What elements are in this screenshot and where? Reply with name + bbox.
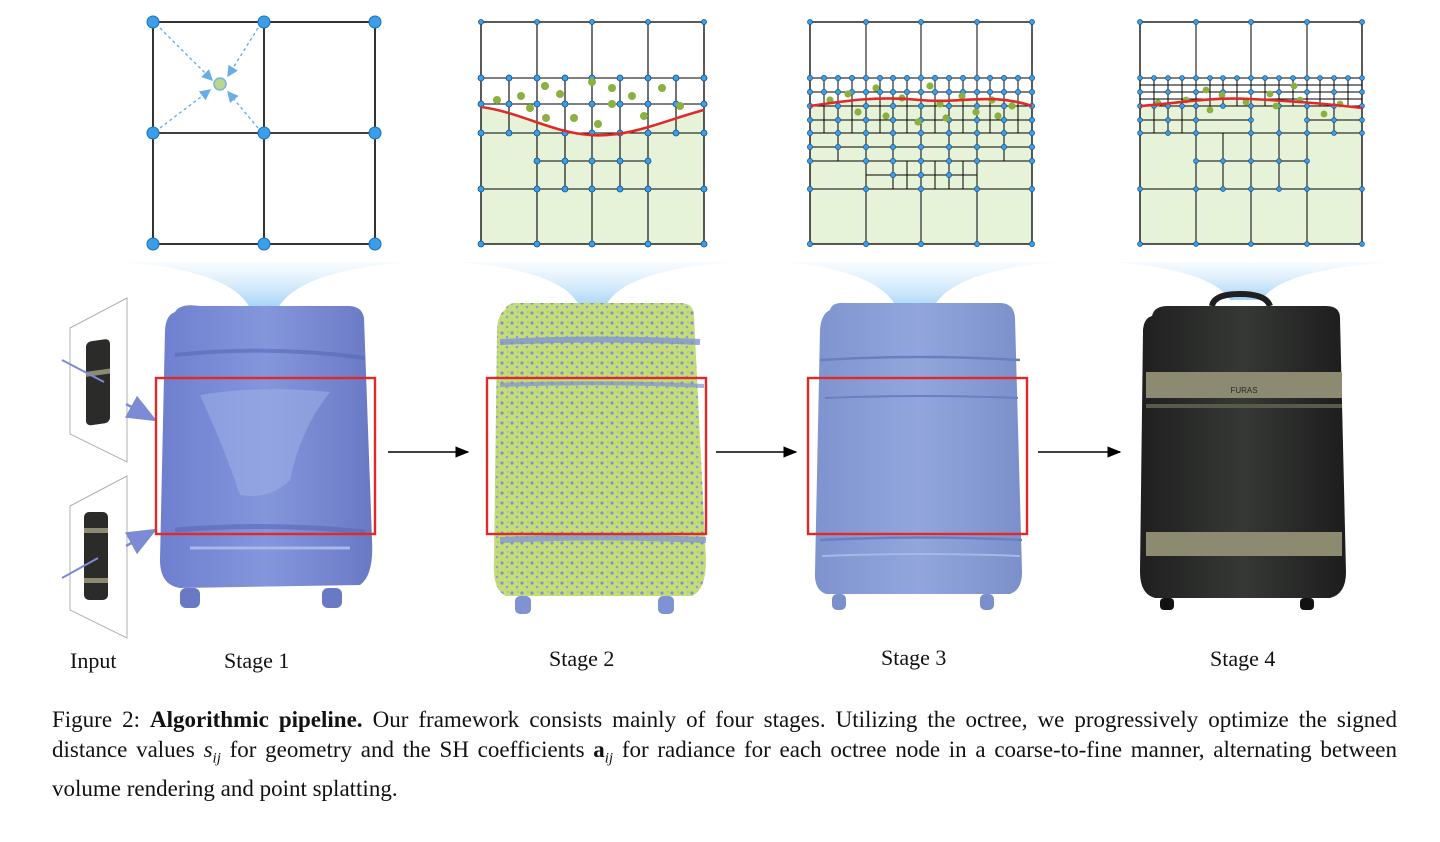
- pipeline-illustration: FURAS: [61, 15, 1392, 639]
- stage2-splat-suitcase: [485, 302, 708, 614]
- input-views: [61, 297, 158, 639]
- caption-text-3: for radiance for each octree node in a c…: [52, 737, 1397, 801]
- stage3-label: Stage 3: [881, 645, 947, 670]
- stage2-grid: [477, 19, 708, 248]
- caption-title: Algorithmic pipeline.: [150, 707, 363, 732]
- projection-glows: [120, 262, 1392, 310]
- input-thumbnail-1: [61, 339, 110, 426]
- stage1-mesh-suitcase: [154, 305, 377, 608]
- stage1-label: Stage 1: [224, 648, 290, 673]
- stage1-grid: [146, 15, 382, 251]
- stage4-textured-suitcase: FURAS: [1140, 290, 1346, 610]
- suitcase-logo: FURAS: [1230, 386, 1257, 395]
- caption-text-2: for geometry and the SH coefficients: [220, 737, 594, 762]
- figure-caption: Figure 2: Algorithmic pipeline. Our fram…: [52, 705, 1397, 804]
- stage4-label: Stage 4: [1210, 646, 1276, 671]
- math-s-ij: sij: [203, 737, 221, 767]
- input-label: Input: [70, 648, 117, 673]
- stage3-mesh-suitcase: [806, 302, 1029, 610]
- input-thumbnail-2: [61, 512, 108, 600]
- stage4-grid: [1137, 19, 1365, 247]
- caption-text-1: Our framework consists mainly of four st…: [52, 707, 1397, 762]
- caption-prefix: Figure 2:: [52, 707, 150, 732]
- pipeline-figure: FURAS Input Stage 1 Stage 2 Stage 3 Stag…: [61, 15, 1392, 673]
- math-a-ij: aij: [593, 737, 614, 767]
- stage2-label: Stage 2: [549, 646, 615, 671]
- stage3-grid: [807, 19, 1035, 247]
